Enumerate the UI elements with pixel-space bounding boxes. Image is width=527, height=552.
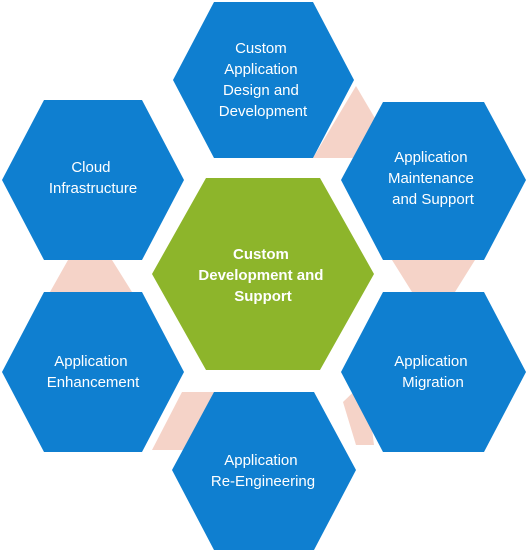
hexagon-top-line-2: Application [224,61,297,78]
hexagon-center-line-1: Custom [233,246,289,263]
hexagon-upper-right-shape [341,102,526,260]
hexagon-top-line-1: Custom [235,40,287,57]
hexagon-upper-right-line-2: Maintenance [388,170,474,187]
hexagon-upper-left-line-2: Infrastructure [49,180,137,197]
hexagon-lower-right-label: Application Migration [394,353,472,391]
hexagon-bottom-line-1: Application [224,452,297,469]
hexagon-upper-left-shape [2,100,184,260]
connectors [50,86,475,450]
hexagon-bottom-label: Application Re-Engineering [211,452,315,490]
hexagon-center-line-2: Development and [198,267,323,284]
hexagon-upper-left-label: Cloud Infrastructure [49,159,137,197]
hexagon-bottom-line-2: Re-Engineering [211,473,315,490]
hexagon-lower-right-line-2: Migration [402,374,464,391]
hexagon-upper-left-line-1: Cloud [71,159,110,176]
hexagon-upper-right-line-1: Application [394,149,467,166]
hexagon-upper-right-line-3: and Support [392,191,475,208]
hexagon-bottom: Application Re-Engineering [172,392,356,550]
hexagon-center-label: Custom Development and Support [198,246,327,305]
hexagon-lower-left-line-2: Enhancement [47,374,140,391]
hexagon-upper-right-label: Application Maintenance and Support [388,149,478,208]
hexagon-top-shape [173,2,354,158]
connector-lower-left-upper-left [50,260,132,292]
hexagon-lower-left-label: Application Enhancement [47,353,140,391]
hexagon-center-line-3: Support [234,288,292,305]
hexagon-top-line-3: Design and [223,82,299,99]
hexagon-lower-left-shape [2,292,184,452]
hexagon-upper-right: Application Maintenance and Support [341,102,526,260]
hexagon-center-shape [152,178,374,370]
hexagon-lower-left: Application Enhancement [2,292,184,452]
hexagon-top-label: Custom Application Design and Developmen… [219,40,308,120]
connector-upper-right-lower-right [392,260,475,292]
hexagon-lower-right: Application Migration [341,292,526,452]
connector-top-upper-right [313,86,376,158]
hexagon-top: Custom Application Design and Developmen… [173,2,354,158]
hexagon-center: Custom Development and Support [152,178,374,370]
hexagon-lower-right-shape [341,292,526,452]
hexagon-lower-left-line-1: Application [54,353,127,370]
connector-bottom-lower-left [152,392,216,450]
hexagon-top-line-4: Development [219,103,308,120]
hexagon-upper-left: Cloud Infrastructure [2,100,184,260]
hexagon-bottom-shape [172,392,356,550]
hexagon-lower-right-line-1: Application [394,353,467,370]
